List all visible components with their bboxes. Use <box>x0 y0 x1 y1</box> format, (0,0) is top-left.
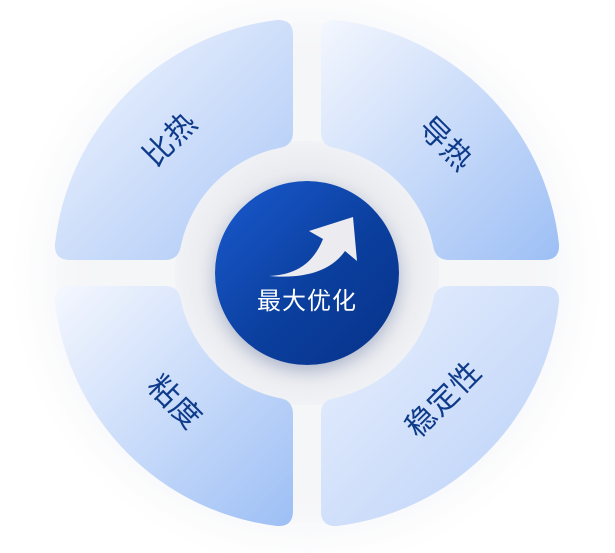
trending-up-arrow-icon <box>269 217 357 277</box>
center-optimization-button[interactable]: 最大优化 <box>215 181 399 365</box>
quadrant-bottom-right[interactable] <box>321 286 560 527</box>
quadrant-top-left[interactable] <box>54 19 293 260</box>
quadrant-bottom-left[interactable] <box>54 286 293 527</box>
center-title: 最大优化 <box>257 287 357 315</box>
quadrant-top-right[interactable] <box>321 19 560 260</box>
